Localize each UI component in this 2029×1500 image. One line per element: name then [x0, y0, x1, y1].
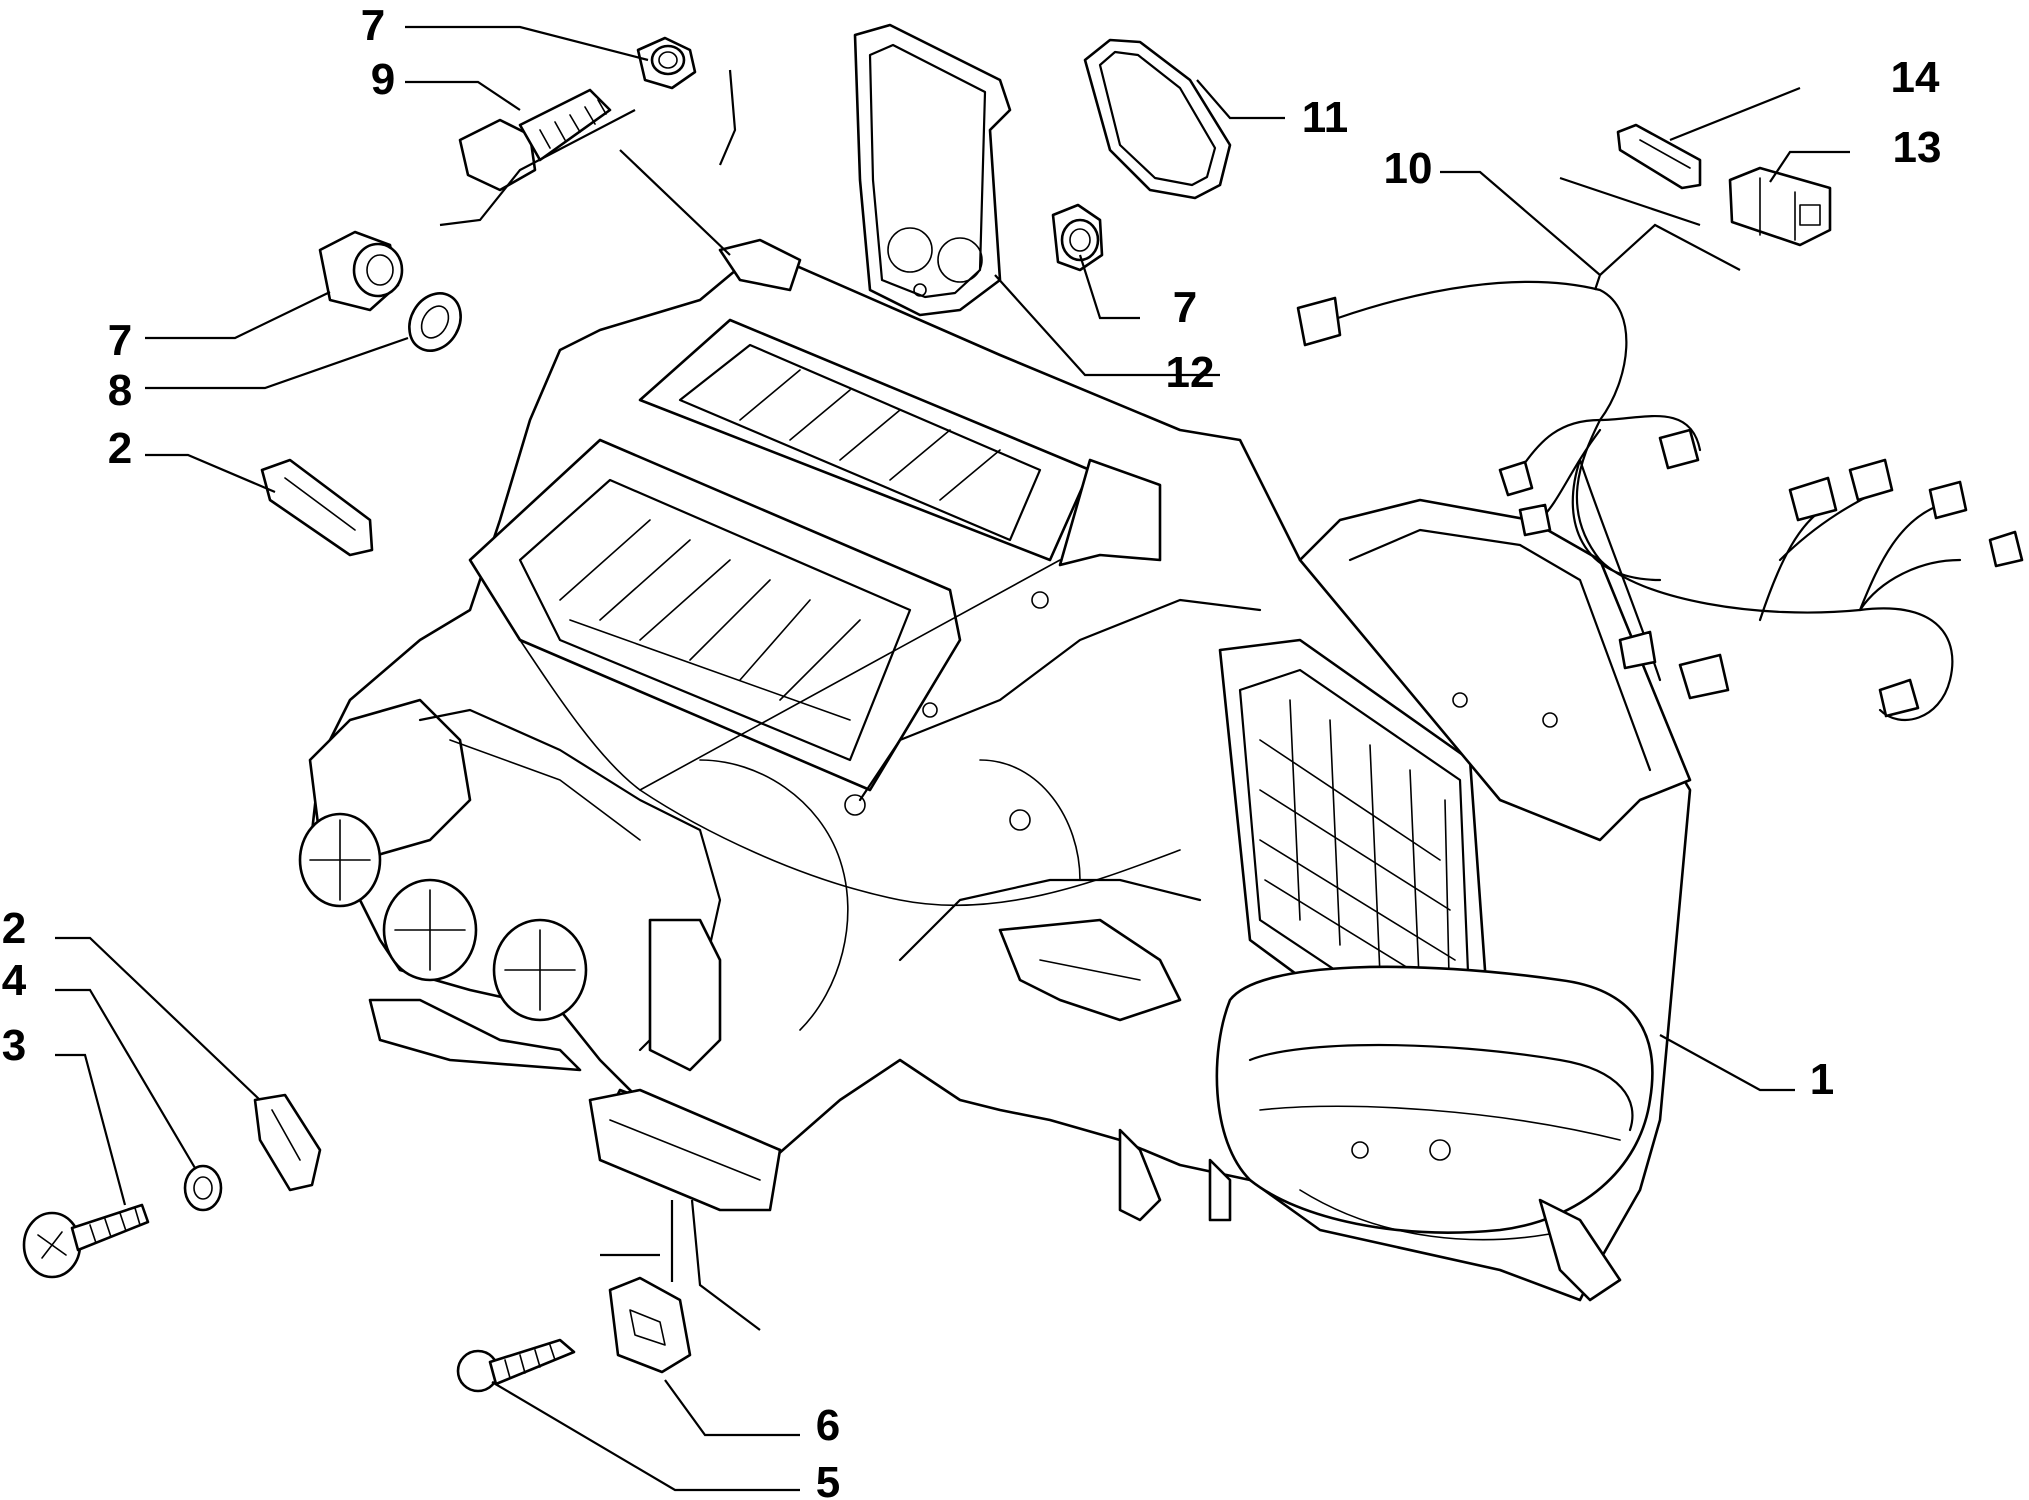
gasket-icon [853, 23, 1012, 317]
callout-11: 11 [1302, 93, 1349, 142]
callout-7-mid: 7 [1173, 283, 1197, 332]
leader-lines [55, 25, 1850, 1492]
nut-icon [1051, 203, 1104, 272]
screw-icon [456, 1338, 576, 1393]
clip-icon [260, 458, 374, 557]
callout-4: 4 [2, 956, 27, 1005]
washer-icon [408, 292, 462, 352]
wiring-harness-icon [1296, 280, 2024, 722]
washer-icon [183, 1164, 223, 1212]
callout-3: 3 [2, 1021, 26, 1070]
bolt-icon [458, 88, 612, 192]
callout-labels: 7 9 7 8 2 11 10 7 12 14 13 1 2 4 3 6 5 [2, 1, 1942, 1500]
callout-2-top: 2 [108, 424, 132, 473]
callout-7-left: 7 [108, 316, 132, 365]
clip-icon [253, 1093, 322, 1192]
callout-14: 14 [1891, 53, 1940, 102]
callout-7-top: 7 [361, 1, 385, 50]
callout-6: 6 [816, 1401, 840, 1450]
callout-12: 12 [1166, 348, 1215, 397]
nut-icon [636, 36, 697, 90]
callout-5: 5 [816, 1458, 840, 1500]
callout-13: 13 [1893, 123, 1942, 172]
callout-8: 8 [108, 366, 132, 415]
callout-10: 10 [1384, 144, 1433, 193]
callout-2-bottom: 2 [2, 904, 26, 953]
connector-block-icon [1728, 166, 1832, 247]
nut-icon [318, 230, 404, 312]
heater-unit-assembly [298, 238, 1692, 1302]
clip-icon [608, 1276, 692, 1374]
callout-1: 1 [1810, 1055, 1834, 1104]
callout-9: 9 [371, 55, 395, 104]
screw-icon [22, 1203, 150, 1279]
connector-clip-icon [1616, 123, 1702, 190]
gasket-icon [1083, 38, 1232, 200]
